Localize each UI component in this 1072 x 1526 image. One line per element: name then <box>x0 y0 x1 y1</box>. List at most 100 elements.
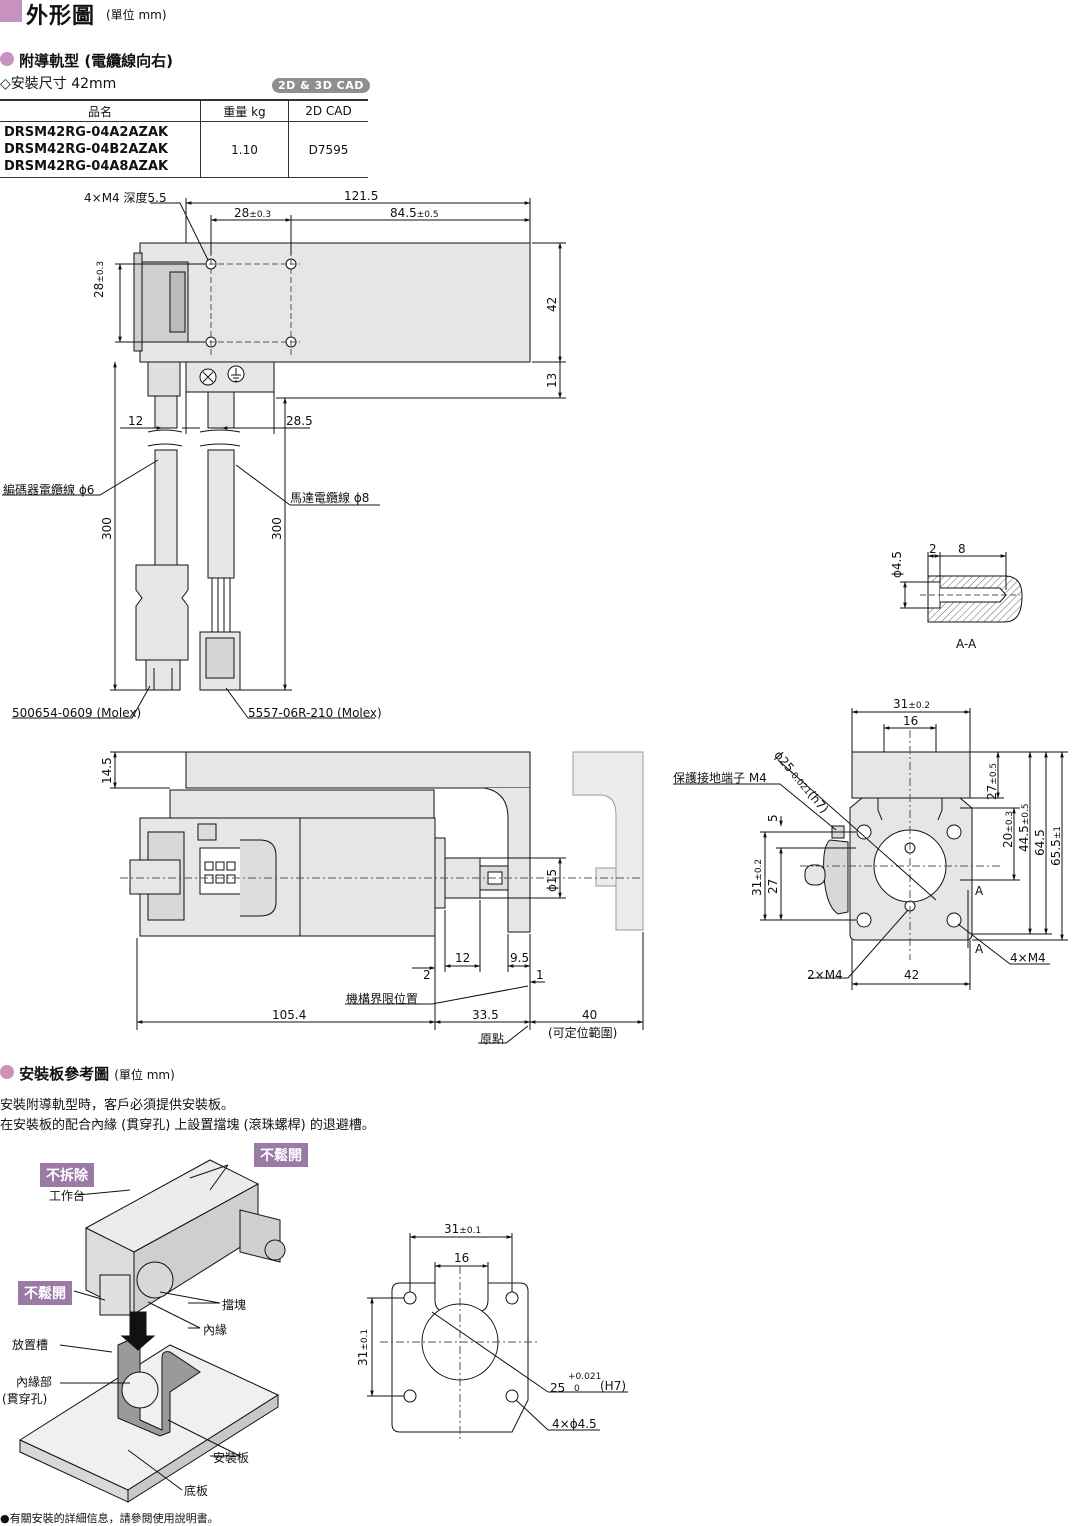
col-header-name: 品名 <box>0 99 201 122</box>
model-name: DRSM42RG-04A8AZAK <box>4 159 169 174</box>
dim-5: 5 <box>766 814 780 822</box>
col-header-cad: 2D CAD <box>288 99 368 122</box>
dim-27-vertical: 27 <box>766 878 780 894</box>
dim-27-value: 27 <box>985 784 999 800</box>
plate-drawing <box>367 1233 628 1440</box>
header-color-block <box>0 0 22 22</box>
label-ground-terminal: 保護接地端子 M4 <box>673 771 767 785</box>
label-tap-holes: 4×M4 深度5.5 <box>84 191 167 205</box>
dim-28-5: 28.5 <box>286 414 313 428</box>
table-cell-models: DRSM42RG-04A2AZAK DRSM42RG-04B2AZAK DRSM… <box>0 121 201 178</box>
label-connector-2: 5557-06R-210 (Molex) <box>248 706 382 720</box>
dim-42: 42 <box>904 968 920 982</box>
dim-31-vertical: 31±0.2 <box>750 859 764 896</box>
dim-9-5: 9.5 <box>510 951 530 965</box>
dim-plate-16: 16 <box>454 1251 470 1265</box>
section-mark-a-top: A <box>975 884 984 898</box>
dim-1: 1 <box>536 968 544 982</box>
label-4-m4: 4×M4 <box>1010 951 1046 965</box>
dim-27-0-5: 27±0.5 <box>985 763 999 800</box>
dim-plate-31-tolerance: ±0.1 <box>459 1226 482 1236</box>
section2-heading: 安裝板參考圖 (單位 mm) <box>0 1063 175 1084</box>
label-stopper: 擋塊 <box>222 1298 247 1312</box>
dim-pitch2: 84.5±0.5 <box>390 206 439 220</box>
cad-badge[interactable]: 2D & 3D CAD <box>272 78 370 93</box>
label-base-plate: 底板 <box>184 1484 209 1498</box>
section-aa <box>900 552 1023 623</box>
dim-vpitch: 28±0.3 <box>92 261 106 298</box>
label-inner-part: 內緣部 <box>16 1375 53 1389</box>
dim-front-31-tolerance: ±0.2 <box>908 701 931 711</box>
dim-phi15: ϕ15 <box>545 868 559 892</box>
unit-label: (單位 mm) <box>106 8 167 22</box>
tag-do-not-remove: 不拆除 <box>40 1163 94 1187</box>
section2-unit: (單位 mm) <box>114 1068 175 1082</box>
label-motor-cable: 馬達電纜線 ϕ8 <box>290 491 370 505</box>
label-worktable: 工作台 <box>49 1189 86 1203</box>
dim-40: 40 <box>582 1008 598 1022</box>
dim-12: 12 <box>128 414 144 428</box>
dim-plate-31-vertical-tolerance: ±0.1 <box>360 1328 370 1351</box>
model-name: DRSM42RG-04B2AZAK <box>4 142 168 157</box>
dim-vpitch-value: 28 <box>92 282 106 298</box>
dim-14-5: 14.5 <box>100 757 114 784</box>
dim-65-5: 65.5±1 <box>1049 826 1063 866</box>
col-header-weight: 重量 kg <box>200 99 289 122</box>
section-bullet-icon <box>0 52 14 66</box>
instruction-line-1: 安裝附導軌型時，客戶必須提供安裝板。 <box>0 1098 235 1113</box>
table-cell-cad[interactable]: D7595 <box>288 121 368 178</box>
dim-plate-25-tol-up: +0.021 <box>568 1372 602 1382</box>
dim-front-16: 16 <box>903 714 919 728</box>
label-origin: 原點 <box>480 1032 505 1046</box>
tag-do-not-loosen-top: 不鬆開 <box>254 1143 308 1167</box>
dim-pitch2-value: 84.5 <box>390 206 417 220</box>
side-view <box>110 751 644 1044</box>
spec-table: 品名 重量 kg 2D CAD DRSM42RG-04A2AZAK DRSM42… <box>0 99 368 178</box>
dim-20-tolerance: ±0.3 <box>1005 810 1015 833</box>
label-through-hole: (貫穿孔) <box>2 1392 48 1406</box>
section-heading: 附導軌型 (電纜線向右) <box>0 50 173 71</box>
dim-offset: 13 <box>545 372 559 388</box>
dim-12-side: 12 <box>455 951 471 965</box>
dim-height: 42 <box>545 296 559 312</box>
dim-plate-25-fit: (H7) <box>600 1379 627 1393</box>
label-inner-edge: 內緣 <box>203 1323 228 1337</box>
dim-plate-25-tol-dn: 0 <box>574 1384 580 1394</box>
dim-vpitch-tolerance: ±0.3 <box>96 260 106 283</box>
dim-27-tolerance: ±0.5 <box>989 762 999 785</box>
dim-front-31: 31±0.2 <box>893 697 930 711</box>
tag-do-not-loosen-left: 不鬆開 <box>18 1281 72 1305</box>
table-cell-weight: 1.10 <box>200 121 289 178</box>
dim-pitch1-value: 28 <box>234 206 250 220</box>
dim-plate-31-vertical-value: 31 <box>356 1350 370 1366</box>
front-view <box>673 708 1068 990</box>
dim-33-5: 33.5 <box>472 1008 499 1022</box>
dim-64-5: 64.5 <box>1033 829 1047 856</box>
dim-31-vertical-value: 31 <box>750 880 764 896</box>
dim-pitch2-tolerance: ±0.5 <box>416 210 439 220</box>
dim-105-4: 105.4 <box>272 1008 307 1022</box>
label-slot: 放置槽 <box>12 1338 49 1352</box>
dim-20-value: 20 <box>1001 832 1015 848</box>
section2-title: 安裝板參考圖 <box>19 1065 110 1083</box>
dim-total-length: 121.5 <box>344 189 379 203</box>
dim-cable-length-1: 300 <box>100 517 114 540</box>
dim-65-5-value: 65.5 <box>1049 839 1063 866</box>
dim-front-31-value: 31 <box>893 697 909 711</box>
dim-cable-length-2: 300 <box>270 517 284 540</box>
label-plate-holes: 4×ϕ4.5 <box>552 1417 597 1431</box>
label-positioning-range: (可定位範圍) <box>548 1026 618 1040</box>
dim-plate-31: 31±0.1 <box>444 1222 481 1236</box>
label-mechanical-limit: 機構界限位置 <box>346 992 419 1006</box>
dim-44-5-tolerance: ±0.5 <box>1021 803 1031 826</box>
dim-pitch1: 28±0.3 <box>234 206 271 220</box>
dim-aa-dia: ϕ4.5 <box>890 551 904 578</box>
section-title: 附導軌型 (電纜線向右) <box>19 52 174 70</box>
dim-plate-31-vertical: 31±0.1 <box>356 1329 370 1366</box>
dim-44-5-value: 44.5 <box>1017 825 1031 852</box>
dim-44-5: 44.5±0.5 <box>1017 803 1031 852</box>
dim-aa-2: 2 <box>929 542 937 556</box>
dim-plate-31-value: 31 <box>444 1222 460 1236</box>
label-connector-1: 500654-0609 (Molex) <box>12 706 142 720</box>
